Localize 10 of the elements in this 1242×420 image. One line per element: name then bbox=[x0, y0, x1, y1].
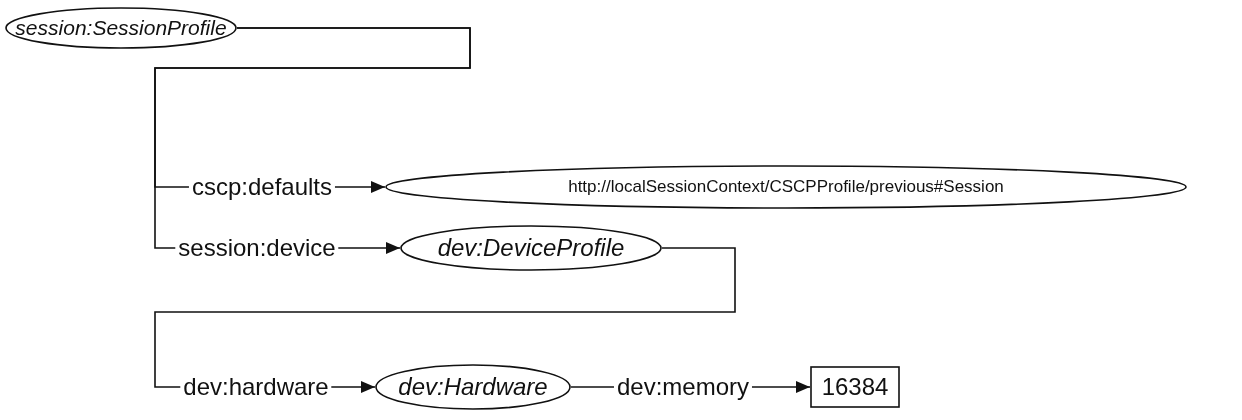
node-label: http://localSessionContext/CSCPProfile/previous#Session bbox=[568, 177, 1004, 197]
node-label: dev:DeviceProfile bbox=[437, 234, 625, 262]
node-label: dev:Hardware bbox=[398, 373, 548, 401]
class-ellipse bbox=[400, 225, 662, 271]
value-box bbox=[810, 366, 900, 408]
node-label: session:SessionProfile bbox=[15, 16, 227, 40]
node-label: 16384 bbox=[821, 373, 889, 401]
class-ellipse bbox=[5, 7, 237, 49]
class-ellipse bbox=[375, 364, 571, 410]
class-ellipse bbox=[385, 165, 1187, 209]
